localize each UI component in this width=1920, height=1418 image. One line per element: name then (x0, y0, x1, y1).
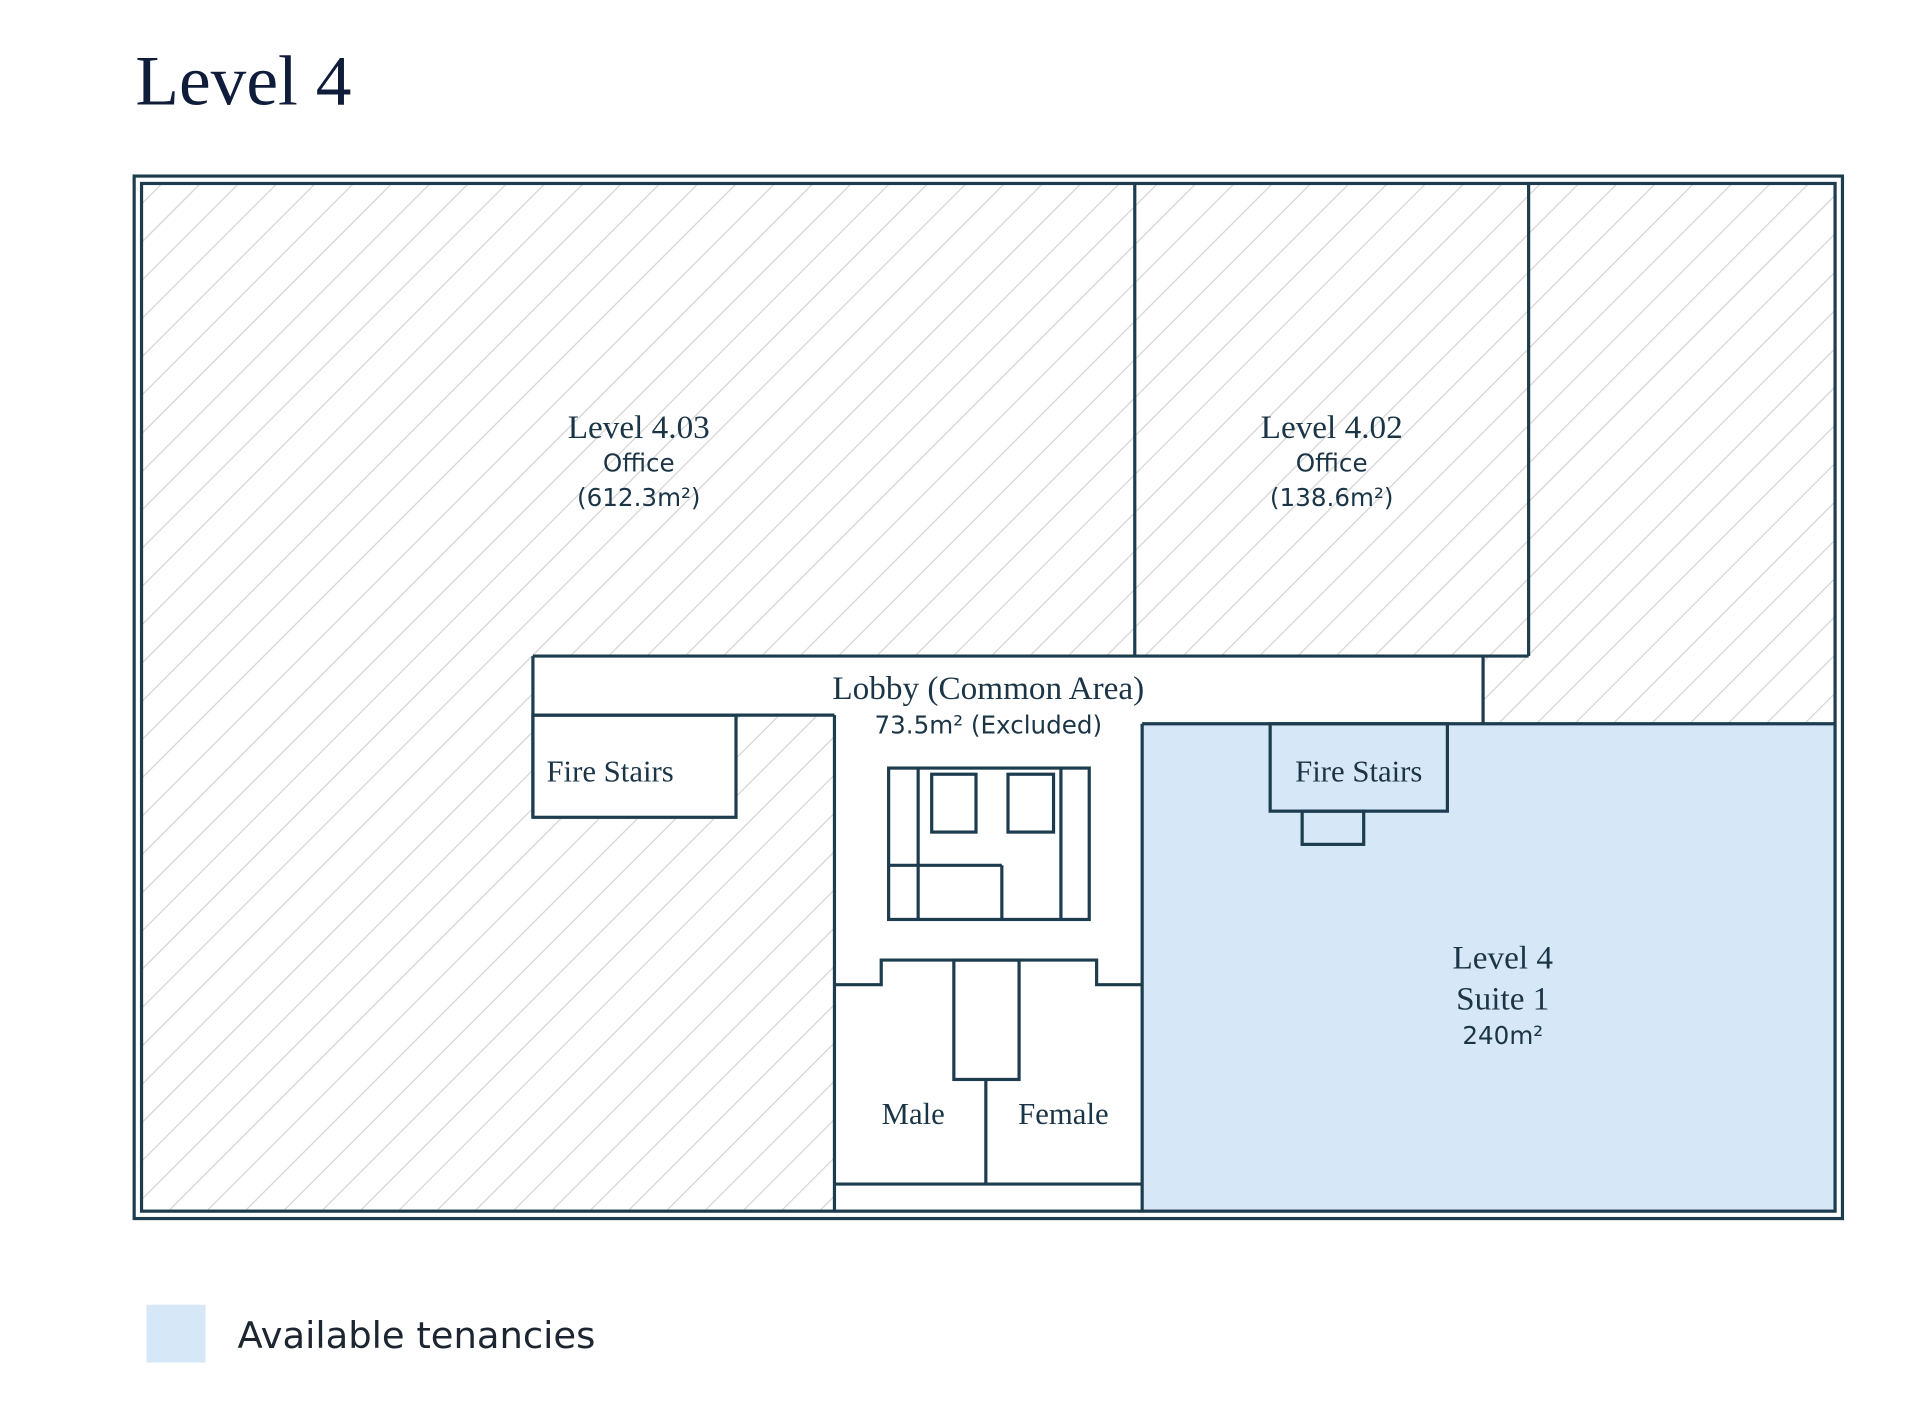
room-level-4-03[interactable]: Level 4.03 Office (612.3m²) (568, 409, 710, 512)
legend-swatch-available (146, 1304, 206, 1363)
room-area: (612.3m²) (577, 483, 701, 512)
room-use: Office (1296, 448, 1368, 477)
page-title: Level 4 (135, 42, 351, 121)
lobby-core (532, 656, 1484, 1212)
room-name: Level 4.03 (568, 409, 710, 446)
legend-label: Available tenancies (238, 1314, 596, 1357)
room-suite-1[interactable]: Level 4 Suite 1 240m² (1452, 940, 1553, 1050)
room-level-4-02[interactable]: Level 4.02 Office (138.6m²) (1261, 409, 1403, 512)
fire-stairs-right-label: Fire Stairs (1295, 755, 1422, 789)
female-toilet-label: Female (1018, 1097, 1109, 1131)
room-use: Office (603, 448, 675, 477)
room-area: 240m² (1462, 1021, 1543, 1050)
room-name-line2: Suite 1 (1456, 980, 1549, 1017)
outer-wall (132, 174, 1845, 1221)
male-toilet-label: Male (882, 1097, 945, 1131)
fire-stairs-left-label: Fire Stairs (546, 755, 673, 789)
legend: Available tenancies (146, 1304, 596, 1363)
room-area: 73.5m² (Excluded) (874, 711, 1102, 740)
suite-1-area[interactable] (1142, 723, 1836, 1212)
room-name-line1: Level 4 (1452, 940, 1553, 977)
room-name: Level 4.02 (1261, 409, 1403, 446)
walls (531, 183, 1836, 1212)
room-lobby: Lobby (Common Area) 73.5m² (Excluded) (832, 670, 1144, 739)
inner-wall (139, 181, 1837, 1213)
room-area: (138.6m²) (1270, 483, 1394, 512)
room-name: Lobby (Common Area) (832, 670, 1144, 707)
